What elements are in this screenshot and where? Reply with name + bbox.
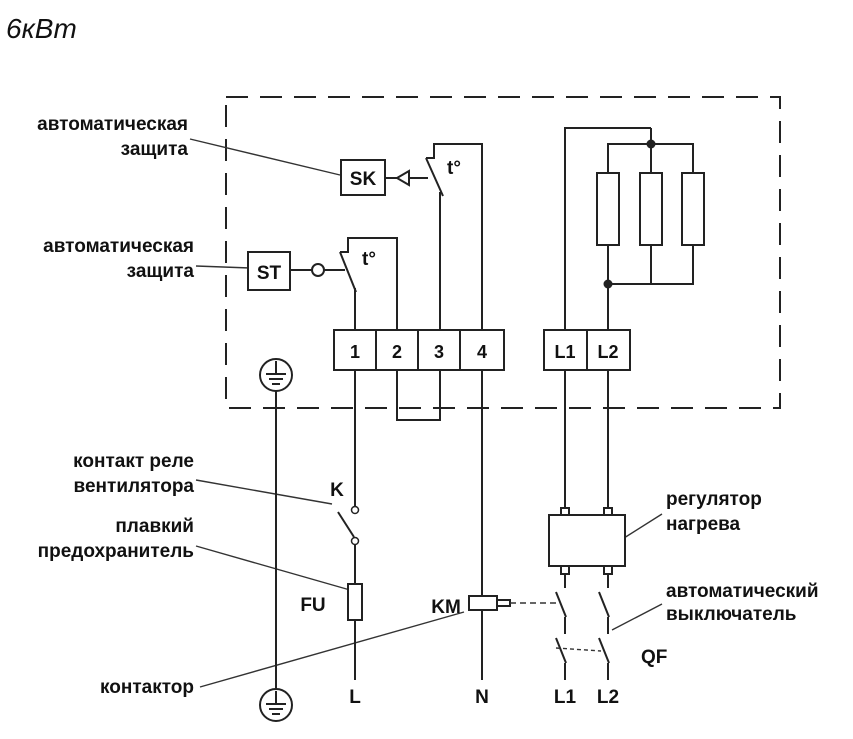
thermo-switch-2-blade [339, 251, 357, 293]
heater-element-2 [639, 172, 663, 246]
supply-n-label: N [475, 687, 489, 708]
relay-contact-bottom [350, 536, 360, 546]
sk-label: SK [350, 169, 377, 190]
fan-relay-contact-label-a: контакт реле [73, 451, 194, 472]
heat-regulator-block [548, 514, 626, 567]
diagram-title: 6кВт [6, 13, 77, 44]
terminal-3-label: 3 [434, 342, 444, 362]
contactor-link-stub [497, 599, 511, 607]
auto-protection-label-1a: автоматическая [37, 114, 188, 135]
circuit-breaker-label-b: выключатель [666, 604, 796, 625]
auto-protection-label-2a: автоматическая [43, 236, 194, 257]
contactor-coil-icon [468, 595, 498, 611]
regulator-pin-4 [603, 565, 613, 575]
thermo-switch-2-wire [340, 237, 398, 330]
circuit-breaker-label-a: автоматический [666, 581, 819, 602]
leader-regulator [623, 513, 663, 539]
sk-arrow-icon [395, 169, 410, 187]
fuse-label-a: плавкий [115, 516, 194, 537]
auto-protection-label-2b: защита [127, 261, 195, 282]
qf-contact-2 [598, 637, 610, 664]
leader-fu [195, 545, 351, 591]
leader-contactor [199, 611, 465, 688]
relay-contact-blade [337, 511, 355, 538]
regulator-pin-3 [560, 565, 570, 575]
qf-contact-1 [555, 637, 567, 664]
contactor-km-label: KM [431, 597, 461, 618]
leader-st [195, 265, 251, 269]
heater-housing-outline [225, 96, 781, 409]
fuse-fu-label: FU [300, 595, 325, 616]
fan-relay-contact-label-b: вентилятора [74, 476, 195, 497]
terminal-l2-label: L2 [597, 342, 618, 362]
breaker-qf-label: QF [641, 647, 667, 668]
thermo-switch-1-label: t° [447, 158, 461, 179]
l1-internal-wire [564, 127, 651, 330]
leader-breaker [611, 603, 663, 631]
terminal-l1-label: L1 [554, 342, 575, 362]
qf-mech-link [555, 647, 602, 652]
supply-l2-label: L2 [597, 687, 619, 708]
km-contact-1 [555, 591, 567, 618]
relay-contact-top [350, 505, 360, 515]
thermo-switch-2-label: t° [362, 249, 376, 270]
leader-sk [189, 138, 341, 176]
heat-regulator-label-a: регулятор [666, 489, 762, 510]
heat-regulator-label-b: нагрева [666, 514, 741, 535]
supply-l-label: L [349, 687, 361, 708]
heater-element-1 [596, 172, 620, 246]
fuse-label-b: предохранитель [38, 541, 194, 562]
st-label: ST [257, 263, 282, 284]
jumper-2-3 [396, 370, 441, 421]
supply-l1-label: L1 [554, 687, 577, 708]
auto-protection-label-1b: защита [121, 139, 189, 160]
terminal-2-label: 2 [392, 342, 402, 362]
st-sensor-icon [311, 263, 325, 277]
heater-element-3 [681, 172, 705, 246]
terminal-1-label: 1 [350, 342, 360, 362]
terminal-4-label: 4 [477, 342, 487, 362]
thermo-switch-1-wire [426, 143, 483, 330]
thermo-switch-1-blade [425, 157, 444, 197]
fuse-icon [347, 583, 363, 621]
km-contact-2 [598, 591, 610, 618]
leader-k [195, 479, 333, 505]
relay-k-label: K [330, 480, 344, 501]
contactor-label: контактор [100, 677, 194, 698]
